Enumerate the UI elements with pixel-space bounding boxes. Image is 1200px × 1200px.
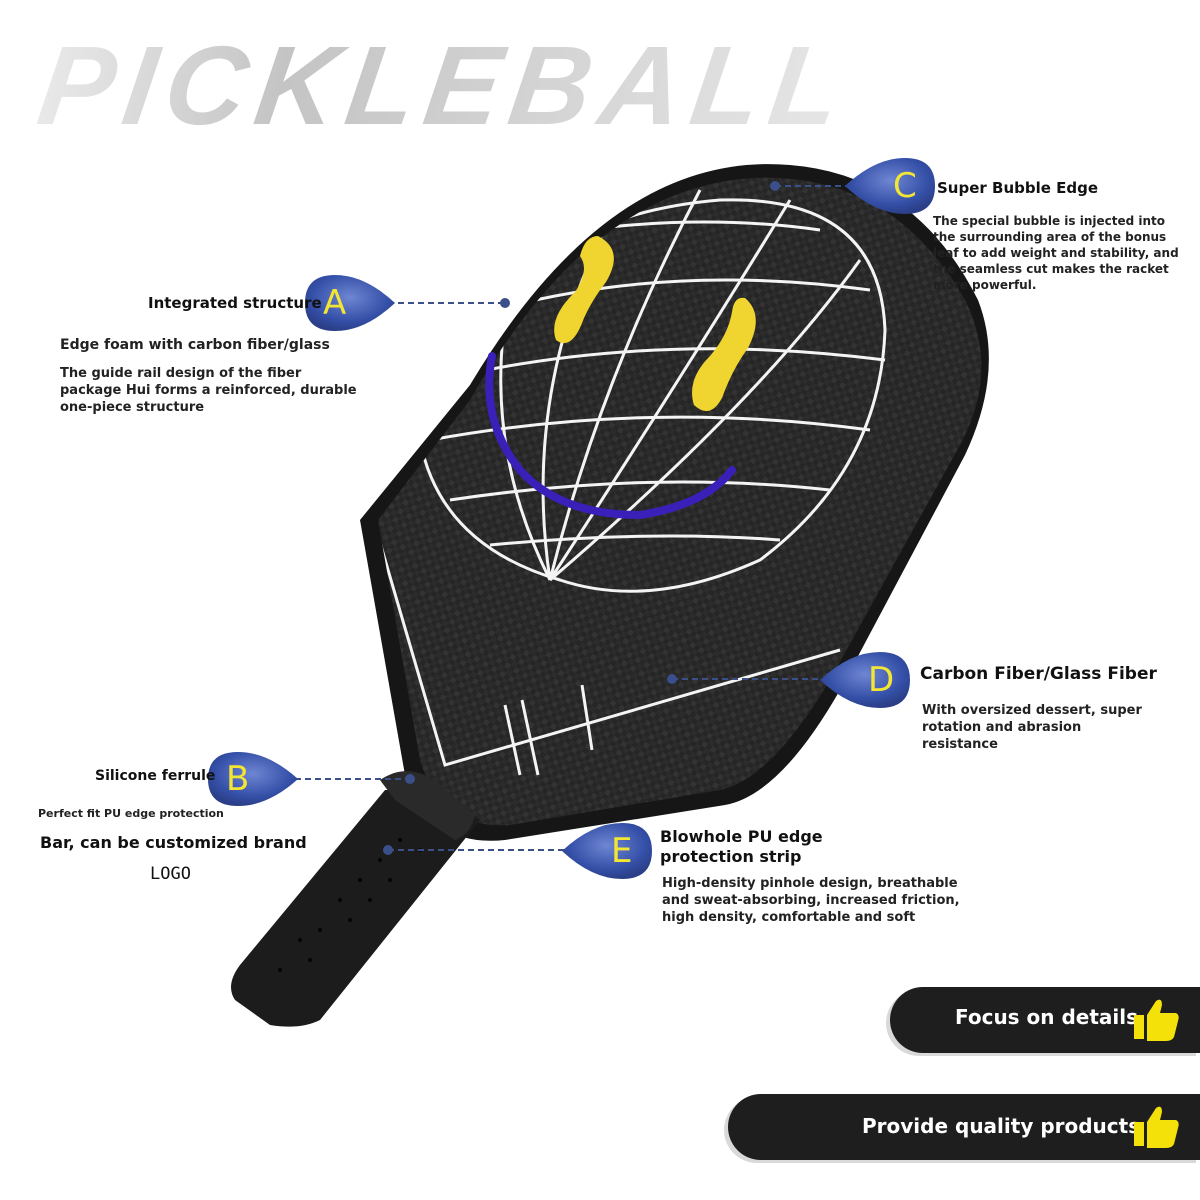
feature-e-title: Blowhole PU edge protection strip [660, 827, 823, 866]
feature-a-description: The guide rail design of the fiber packa… [60, 366, 357, 415]
badge-letter-a: A [323, 283, 347, 323]
badge-c [845, 158, 935, 214]
banner-quality-products-label: Provide quality products [862, 1114, 1141, 1138]
leader-lines [285, 185, 860, 851]
badge-d [820, 652, 910, 708]
banner-focus-details-label: Focus on details [955, 1005, 1139, 1029]
thumbs-up-icon [1134, 1106, 1179, 1148]
logo-text: LOGO [150, 864, 191, 884]
feature-c-description: The special bubble is injected into the … [933, 214, 1179, 292]
paddle-face [360, 164, 989, 841]
banner-focus-details: Focus on details [890, 987, 1200, 1053]
badge-e [562, 823, 652, 879]
feature-b-description: Bar, can be customized brand [40, 833, 307, 852]
callout-dot-e [383, 845, 393, 855]
badge-letter-d: D [868, 660, 895, 700]
feature-b-title: Silicone ferrule [95, 768, 216, 784]
paddle-handle [231, 771, 480, 1027]
feature-c-title: Super Bubble Edge [937, 179, 1099, 197]
badge-a [305, 275, 395, 331]
feature-e-description: High-density pinhole design, breathable … [662, 876, 960, 925]
callout-dot-d [667, 674, 677, 684]
thumbs-up-icon [1134, 999, 1179, 1041]
badge-letter-b: B [226, 759, 250, 799]
feature-d-title: Carbon Fiber/Glass Fiber [920, 664, 1157, 684]
feature-a-title: Integrated structure [148, 294, 322, 312]
badge-letter-c: C [893, 166, 917, 206]
feature-d-description: With oversized dessert, super rotation a… [922, 703, 1142, 752]
callout-dot-a [500, 298, 510, 308]
feature-a-subtitle: Edge foam with carbon fiber/glass [60, 337, 330, 353]
badge-b [208, 752, 298, 806]
callout-dot-b [405, 774, 415, 784]
banner-quality-products: Provide quality products [728, 1094, 1200, 1160]
callout-dot-c [770, 181, 780, 191]
feature-b-subtitle: Perfect fit PU edge protection [38, 807, 224, 820]
badge-letter-e: E [611, 831, 633, 871]
